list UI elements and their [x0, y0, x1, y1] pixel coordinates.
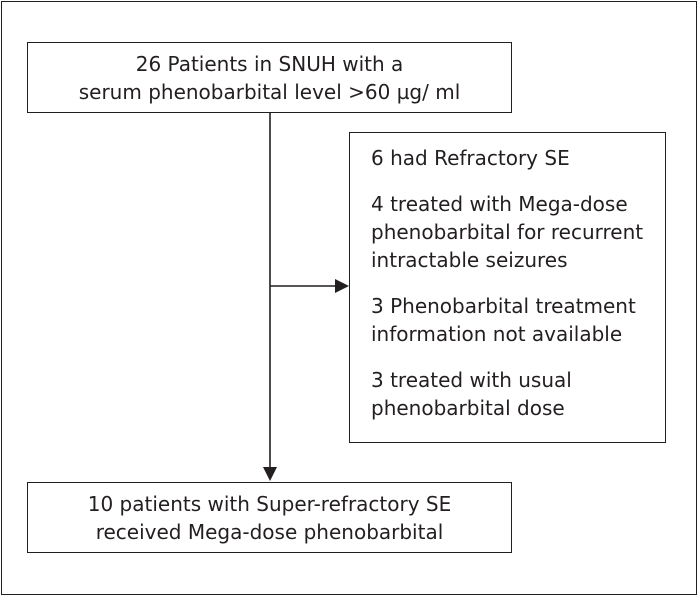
final-cohort-line-2: received Mega-dose phenobarbital [95, 520, 444, 544]
down-arrowhead [263, 467, 277, 481]
final-cohort-line-1: 10 patients with Super-refractory SE [87, 492, 452, 516]
exclusion-refractory-se: 6 had Refractory SE [371, 146, 570, 170]
initial-cohort-line-1: 26 Patients in SNUH with a [135, 52, 404, 76]
exclusion-usual-dose: 3 treated with usual phenobarbital dose [371, 368, 572, 420]
box-final-cohort: 10 patients with Super-refractory SE rec… [27, 482, 512, 553]
box-initial-cohort: 26 Patients in SNUH with a serum phenoba… [27, 42, 512, 113]
initial-cohort-line-2: serum phenobarbital level >60 µg/ ml [78, 80, 461, 104]
right-arrowhead [335, 279, 349, 293]
exclusion-info-not-available: 3 Phenobarbital treatment information no… [371, 294, 636, 346]
box-exclusions: 6 had Refractory SE 4 treated with Mega-… [349, 132, 666, 443]
exclusion-recurrent-seizures: 4 treated with Mega-dose phenobarbital f… [371, 192, 644, 272]
